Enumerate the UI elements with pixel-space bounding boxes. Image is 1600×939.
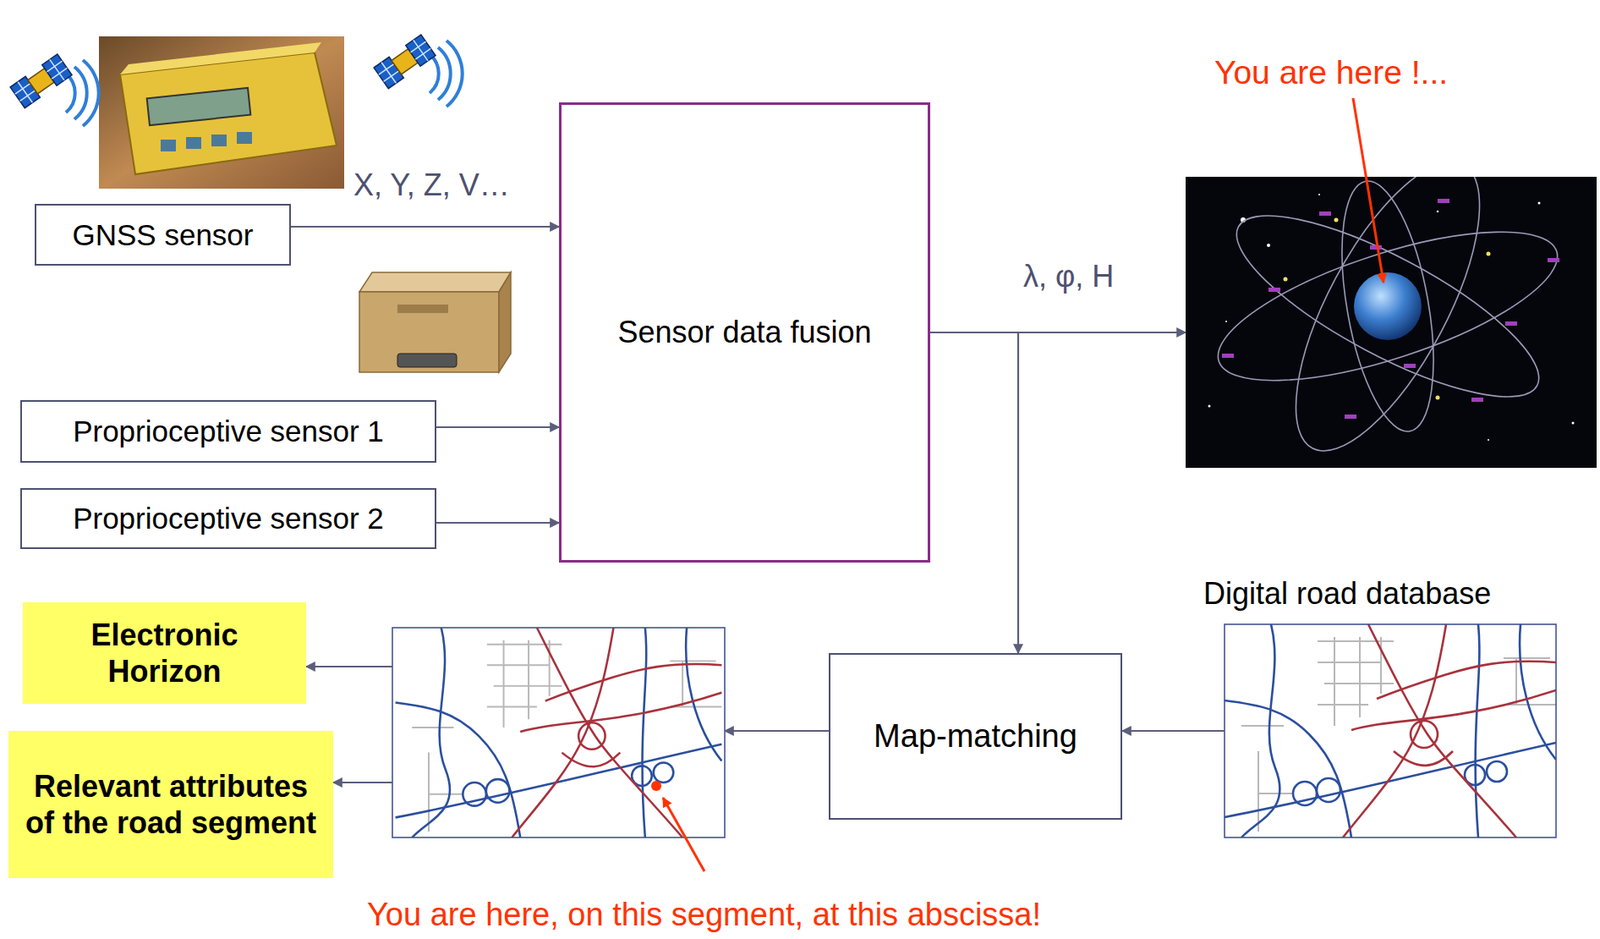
space-orbit-image (1185, 176, 1597, 468)
space-orbit-image (1221, 353, 1234, 358)
connector-arrow (436, 521, 559, 524)
space-orbit-image (1353, 272, 1422, 340)
space-orbit-image (1319, 211, 1332, 216)
connector-arrow (290, 225, 559, 228)
space-orbit-image (1369, 245, 1382, 250)
node-label: Map-matching (873, 717, 1078, 755)
connector-arrow (333, 781, 393, 784)
sensor-box: Proprioceptive sensor 2 (20, 487, 437, 549)
gnss-receiver-photo (211, 134, 227, 147)
connector-arrow (436, 426, 559, 428)
output-box: Electronic Horizon (22, 602, 307, 704)
space-orbit-image (1437, 198, 1450, 203)
sensor-box: Proprioceptive sensor 1 (20, 400, 437, 463)
road-map (395, 627, 723, 838)
space-orbit-image (1266, 243, 1271, 247)
inertial-unit-photo (397, 353, 457, 368)
space-orbit-image (1538, 202, 1541, 205)
connector-arrow (724, 729, 829, 732)
heading-text: Digital road database (1203, 575, 1491, 612)
space-orbit-image (1487, 438, 1490, 441)
space-orbit-image (1185, 176, 1597, 468)
space-orbit-image (1334, 218, 1339, 223)
space-orbit-image (1215, 183, 1561, 429)
road-map: You are here, on this segment, at this a… (392, 627, 725, 838)
space-orbit-image (1505, 321, 1518, 326)
connector-arrow (1122, 729, 1225, 732)
space-orbit-image (1547, 257, 1560, 263)
inertial-unit-photo (359, 272, 511, 292)
satellite-icon (373, 34, 463, 107)
road-map (392, 627, 725, 838)
signal-label: λ, φ, H (1023, 258, 1114, 295)
node-label: Electronic Horizon (34, 616, 295, 690)
space-orbit-image (1202, 201, 1573, 411)
gnss-receiver-photo (147, 87, 252, 126)
node-label: GNSS sensor (72, 218, 254, 253)
gnss-receiver-photo (186, 136, 202, 149)
gnss-receiver-photo (120, 42, 322, 75)
space-orbit-image (1572, 421, 1575, 425)
road-map (1224, 624, 1557, 838)
road-map: Digital road database (1224, 624, 1557, 838)
space-orbit-image (1225, 320, 1228, 323)
space-orbit-image (1471, 397, 1484, 402)
gnss-receiver-photo (160, 139, 176, 152)
output-box: Relevant attributes of the road segment (8, 730, 334, 878)
node-label: Proprioceptive sensor 2 (72, 501, 384, 536)
space-orbit-image (1403, 363, 1416, 368)
gnss-receiver-photo (236, 131, 253, 144)
road-map (1224, 624, 1557, 838)
pointer-arrow (663, 797, 705, 872)
gnss-receiver-photo (98, 36, 345, 189)
node-label: Relevant attributes of the road segment (20, 767, 322, 841)
space-orbit-image (1435, 395, 1441, 400)
gnss-receiver-photo (160, 131, 253, 152)
road-map (392, 627, 725, 838)
inertial-unit-photo (397, 304, 449, 313)
position-dot (651, 780, 662, 791)
space-orbit-image (1326, 176, 1451, 439)
inertial-unit-photo (359, 291, 499, 373)
inertial-unit-photo (498, 272, 511, 373)
space-orbit-image (1208, 193, 1575, 441)
road-map (1224, 624, 1557, 838)
space-orbit-image (1283, 218, 1491, 400)
space-orbit-image (1486, 252, 1491, 257)
node-label: Sensor data fusion (617, 314, 872, 351)
space-orbit-image (1344, 414, 1357, 419)
space-orbit-image (1208, 405, 1211, 408)
space-orbit-image (1202, 176, 1573, 468)
signal-label: X, Y, Z, V… (353, 167, 510, 203)
connector-arrow (930, 332, 1019, 653)
connector-arrow (306, 665, 393, 668)
gnss-receiver-photo (98, 36, 345, 189)
space-orbit-image (1260, 176, 1516, 468)
space-image: You are here !... (1185, 176, 1597, 468)
fusion-box: Sensor data fusion (558, 102, 931, 563)
sensor-box: GNSS sensor (34, 203, 291, 266)
space-orbit-image (1221, 198, 1560, 419)
heading-text: You are here, on this segment, at this a… (367, 896, 1042, 933)
pointer-arrow (1353, 98, 1384, 283)
space-orbit-image (1283, 277, 1288, 282)
satellite-icon (10, 54, 99, 127)
inertial-unit-photo (359, 272, 511, 373)
space-orbit-image (1318, 193, 1321, 196)
heading-text: You are here !... (1214, 54, 1448, 92)
process-box: Map-matching (828, 652, 1123, 820)
node-label: Proprioceptive sensor 1 (72, 414, 384, 449)
space-orbit-image (1436, 210, 1439, 213)
space-orbit-image (1268, 287, 1281, 292)
